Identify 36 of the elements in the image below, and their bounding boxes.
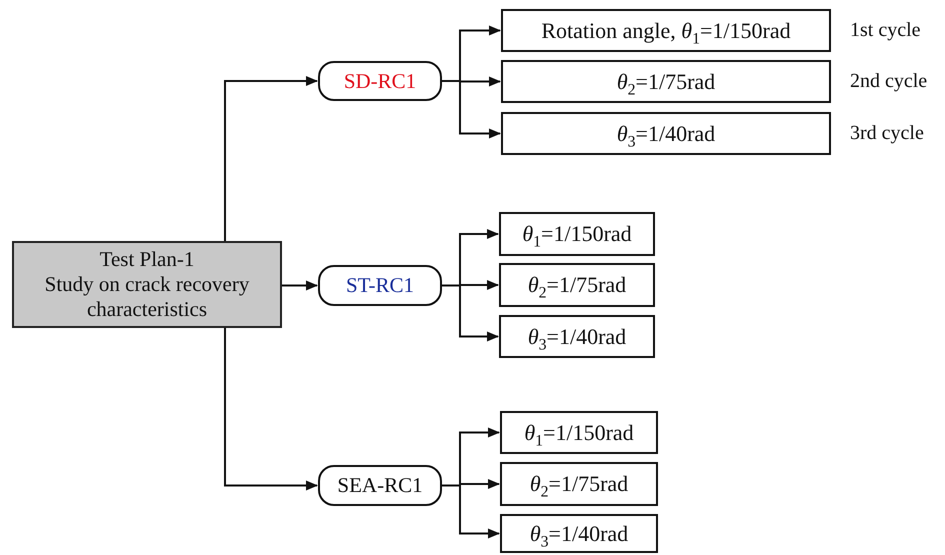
plan-description: Study on crack recovery characteristics [44,272,250,322]
arrow [282,280,318,290]
rotation-label: θ$_{2}$=1/75rad [616,68,716,94]
rotation-box [500,514,658,553]
arrow [224,328,318,490]
specimen-name: SEA-RC1 [337,473,423,498]
plan-box [12,241,282,328]
rotation-box [499,263,655,307]
specimen-box [318,465,442,506]
arrow [442,284,499,342]
cycle-label: 3rd cycle [850,122,924,144]
specimen-box [318,61,442,101]
rotation-box [501,60,831,103]
specimen-name: SD-RC1 [344,68,416,94]
rotation-label: θ$_{1}$=1/150rad [524,420,634,446]
rotation-box [501,9,831,52]
rotation-box [500,411,658,454]
specimen-box [318,265,442,306]
rotation-box [499,212,655,256]
cycle-label: 1st cycle [850,18,921,42]
arrow [224,76,318,241]
rotation-label: θ$_{2}$=1/75rad [530,471,628,497]
rotation-label: θ$_{3}$=1/40rad [530,520,628,546]
cycle-label: 2nd cycle [850,70,928,92]
rotation-label: θ$_{3}$=1/40rad [528,324,626,350]
plan-title: Test Plan-1 [100,246,194,272]
specimen-name: ST-RC1 [346,273,414,298]
arrow [442,80,501,138]
rotation-label: Rotation angle, θ$_{1}$=1/150rad [541,18,791,44]
rotation-label: θ$_{2}$=1/75rad [528,272,626,298]
rotation-label: θ$_{3}$=1/40rad [616,120,716,146]
rotation-box [501,112,831,155]
rotation-box [499,315,655,358]
rotation-label: θ$_{1}$=1/150rad [522,221,632,247]
arrow [442,484,500,538]
rotation-box [500,462,658,506]
